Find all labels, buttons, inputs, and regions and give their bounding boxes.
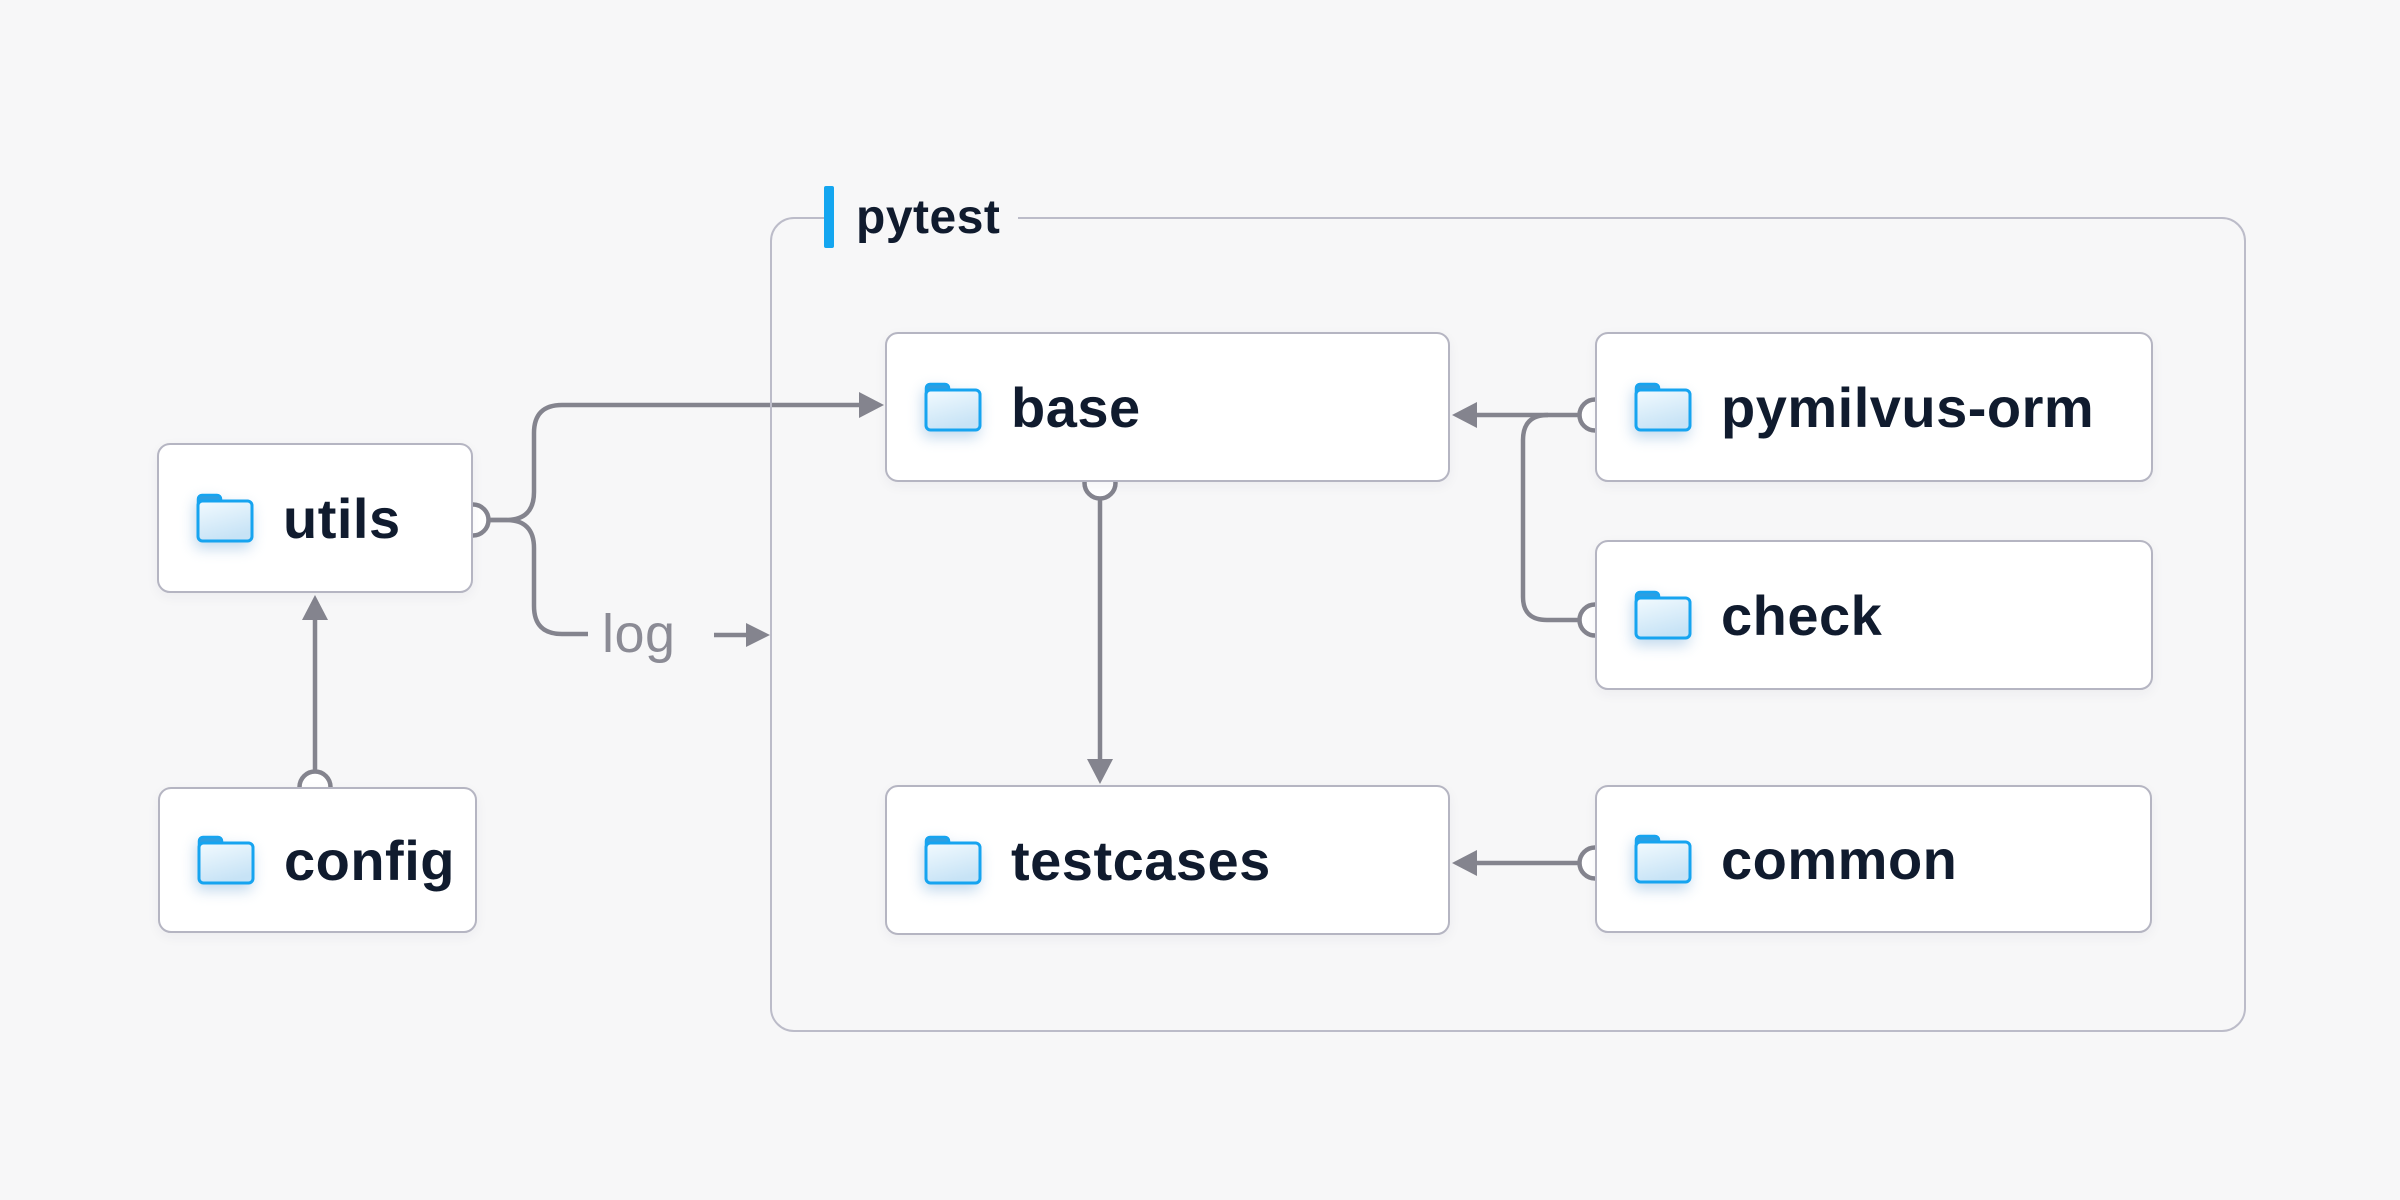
arrowhead-right-pytest [746,623,770,647]
folder-icon [197,835,255,885]
pytest-container [770,217,2246,1032]
node-common: common [1595,785,2152,933]
edge-utils-log [488,517,588,637]
folder-icon [924,382,982,432]
folder-icon [924,835,982,885]
node-base: base [885,332,1450,482]
folder-icon [196,493,254,543]
node-config: config [158,787,477,933]
blue-accent-bar [824,186,834,248]
node-pymilvus-orm: pymilvus-orm [1595,332,2153,482]
folder-icon [1634,590,1692,640]
edge-label-log: log [602,604,676,664]
node-check: check [1595,540,2153,690]
folder-icon [1634,382,1692,432]
pytest-label-text: pytest [856,190,1001,244]
node-label: utils [283,486,401,550]
node-label: common [1721,827,1958,891]
node-label: testcases [1011,828,1271,892]
node-label: base [1011,375,1141,439]
node-label: config [284,828,455,892]
folder-icon [1634,834,1692,884]
pytest-container-label: pytest [824,186,1019,248]
node-utils: utils [157,443,473,593]
node-label: check [1721,583,1883,647]
node-label: pymilvus-orm [1721,375,2095,439]
arrowhead-up-utils [302,595,328,620]
node-testcases: testcases [885,785,1450,935]
